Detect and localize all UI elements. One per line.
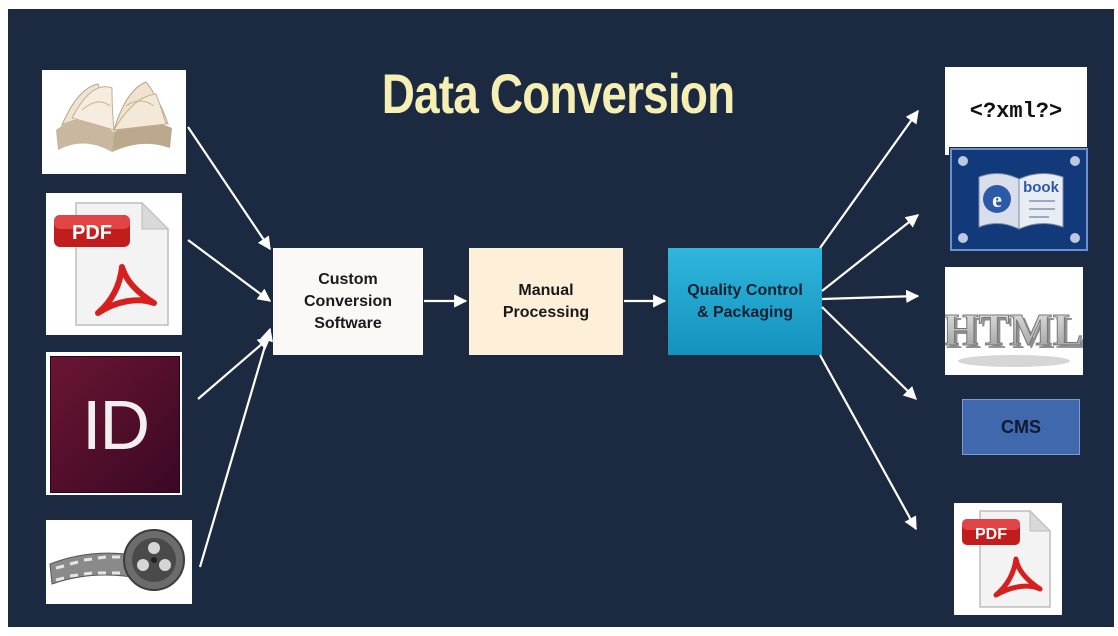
quality-control-packaging-label: Quality Control & Packaging [687,281,803,321]
ebook-label: book [1023,179,1059,196]
arrow-qc-to-ebook [821,214,920,292]
input-film-tile [46,520,192,604]
arrow-film-to-custom [198,327,273,568]
output-xml-tile: <?xml?> [945,67,1087,155]
arrow-qc-to-xml [819,109,919,249]
cms-box: CMS [962,399,1080,455]
arrow-qc-to-cms [821,306,917,400]
ebook-icon: e book [950,148,1088,251]
output-pdf-label: PDF [975,526,1007,543]
input-indesign-tile: ID [46,352,182,495]
indesign-label: ID [82,385,150,464]
svg-text:e: e [992,187,1002,212]
output-pdf-tile: PDF [954,503,1062,615]
open-book-icon [56,81,172,152]
arrow-qc-to-pdf [819,354,917,531]
output-ebook-tile: e book [949,147,1089,252]
output-pdf-document-icon: PDF [962,509,1052,608]
flow-arrows [187,109,920,568]
arrow-indesign-to-custom [197,336,272,400]
diagram-canvas: Data Conversion PDF ID [8,9,1114,627]
html-label-shadow: HTML [946,307,1083,358]
custom-conversion-software-box: Custom Conversion Software [273,248,423,355]
quality-control-packaging-box: Quality Control & Packaging [668,248,822,355]
html-label: HTML [945,304,1083,355]
custom-conversion-software-label: Custom Conversion Software [303,270,392,332]
html-3d-letters-icon: HTML HTML [945,304,1083,367]
film-reel-icon [49,529,185,591]
arrow-pdf-to-custom [187,239,272,302]
input-book-tile [42,70,186,174]
arrow-book-to-custom [187,126,271,251]
cms-label: CMS [1001,417,1041,437]
manual-processing-label: Manual Processing [502,281,590,321]
diagram-title: Data Conversion [381,62,735,125]
output-html-tile: HTML HTML [945,267,1083,375]
input-pdf-tile: PDF [46,193,182,335]
xml-icon: <?xml?> [945,67,1087,155]
manual-processing-box: Manual Processing [469,248,623,355]
arrow-qc-to-html [821,289,920,303]
indesign-icon: ID [50,356,180,493]
xml-label: <?xml?> [969,98,1063,124]
pdf-label: PDF [72,222,112,244]
pdf-document-icon: PDF [54,201,170,326]
